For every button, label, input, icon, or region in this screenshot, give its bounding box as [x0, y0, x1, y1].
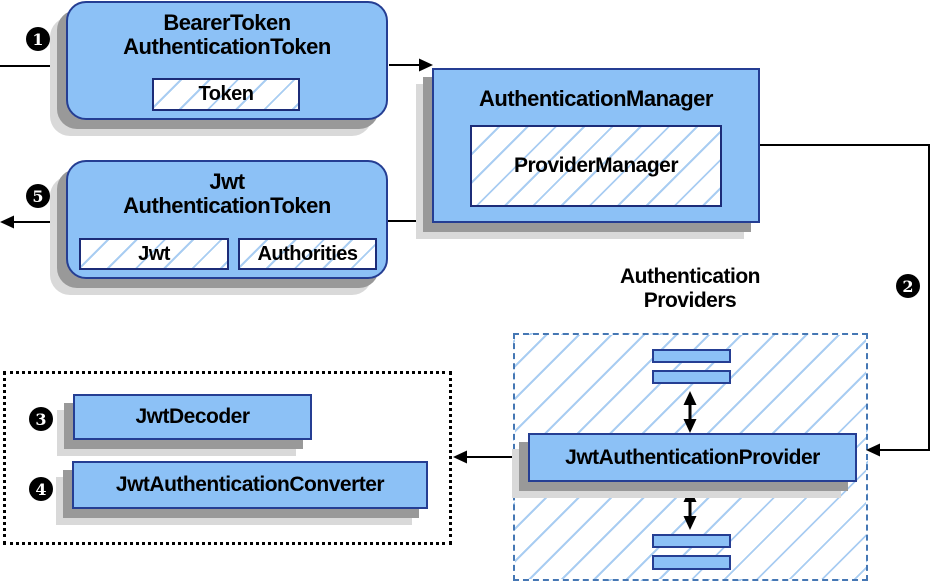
manager-to-provider-connector — [760, 144, 930, 457]
step-3-badge: 3 — [29, 407, 53, 431]
jwt-authentication-converter-box: JwtAuthenticationConverter — [72, 461, 428, 509]
step-2-badge: 2 — [896, 274, 920, 298]
jwt-authentication-provider-label: JwtAuthenticationProvider — [565, 445, 820, 469]
bearer-token-title-line1: BearerToken — [163, 10, 291, 35]
step-4-badge: 4 — [29, 477, 53, 501]
provider-placeholder-bar — [652, 370, 731, 384]
authentication-providers-caption-line1: Authentication — [620, 265, 761, 288]
provider-placeholder-bar — [652, 349, 731, 363]
jwt-token-title-line2: AuthenticationToken — [123, 193, 331, 218]
step-1-number: 1 — [32, 29, 44, 49]
authorities-label: Authorities — [257, 242, 358, 265]
provider-to-decoder-arrow — [453, 450, 528, 464]
outgoing-response-arrow — [0, 215, 66, 229]
step-2-number: 2 — [902, 276, 914, 296]
step-4-number: 4 — [35, 479, 47, 499]
step-1-badge: 1 — [26, 27, 50, 51]
jwt-token-title-line1: Jwt — [209, 169, 245, 194]
jwt-label: Jwt — [138, 242, 170, 265]
provider-list-top-double-arrow — [683, 391, 697, 433]
token-subbox: Token — [152, 78, 300, 111]
bearer-to-manager-arrow — [389, 58, 433, 72]
jwt-decoder-box: JwtDecoder — [73, 394, 312, 440]
step-5-number: 5 — [32, 186, 44, 206]
provider-list-bottom-double-arrow — [683, 488, 697, 530]
provider-placeholder-bar — [652, 555, 731, 570]
step-5-badge: 5 — [26, 184, 50, 208]
jwt-subbox: Jwt — [79, 238, 229, 270]
provider-placeholder-bar — [652, 534, 731, 548]
bearer-token-title-line2: AuthenticationToken — [123, 34, 331, 59]
jwt-authentication-token-box: Jwt AuthenticationToken Jwt Authorities — [66, 160, 388, 279]
jwt-authentication-provider-box: JwtAuthenticationProvider — [528, 433, 857, 482]
authentication-manager-title: AuthenticationManager — [479, 86, 713, 111]
step-3-number: 3 — [35, 409, 47, 429]
authentication-providers-caption-line2: Providers — [643, 289, 737, 312]
jwt-decoder-label: JwtDecoder — [135, 405, 250, 428]
authorities-subbox: Authorities — [238, 238, 377, 270]
authentication-manager-box: AuthenticationManager ProviderManager — [432, 68, 760, 223]
token-label: Token — [198, 83, 254, 105]
provider-manager-label: ProviderManager — [513, 154, 679, 177]
provider-manager-subbox: ProviderManager — [470, 125, 722, 207]
authentication-providers-caption: Authentication Providers — [565, 265, 815, 313]
bearer-token-authentication-token-box: BearerToken AuthenticationToken Token — [66, 1, 388, 120]
jwt-authentication-converter-label: JwtAuthenticationConverter — [115, 473, 385, 496]
decoder-converter-container — [3, 371, 452, 545]
